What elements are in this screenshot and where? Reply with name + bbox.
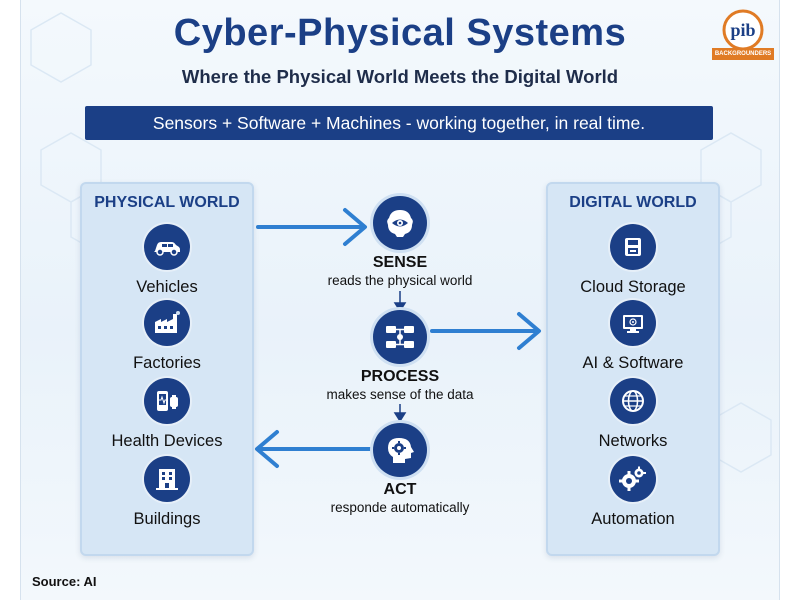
health-device-icon xyxy=(144,378,190,424)
process-to-digital-arrowhead xyxy=(517,312,541,350)
physical-item-health-devices: Health Devices xyxy=(82,378,252,451)
source-credit: Source: AI xyxy=(32,574,97,589)
digital-item-label: Automation xyxy=(591,510,675,528)
step-act: ACT responde automatically xyxy=(0,423,800,515)
factory-icon xyxy=(144,300,190,346)
step-sense-name: SENSE xyxy=(372,254,428,271)
digital-item-networks: Networks xyxy=(548,378,718,451)
page-subtitle: Where the Physical World Meets the Digit… xyxy=(181,66,619,87)
digital-world-panel: DIGITAL WORLD Cloud Storage AI & Softwar… xyxy=(546,182,720,556)
physical-to-sense-arrowhead xyxy=(343,208,367,246)
act-to-physical-arrowhead xyxy=(255,430,279,468)
eye-brain-icon xyxy=(373,196,427,250)
physical-item-factories: Factories xyxy=(82,300,252,373)
gears-icon xyxy=(610,456,656,502)
processing-icon xyxy=(373,310,427,364)
physical-item-label: Health Devices xyxy=(111,432,223,450)
logo-text: pib xyxy=(730,20,755,40)
physical-world-title: PHYSICAL WORLD xyxy=(94,194,240,211)
ai-software-icon xyxy=(610,300,656,346)
step-process-description: makes sense of the data xyxy=(326,387,474,402)
page-title: Cyber-Physical Systems xyxy=(173,12,627,54)
summary-banner: Sensors + Software + Machines - working … xyxy=(85,106,713,140)
physical-item-label: Factories xyxy=(133,354,201,372)
globe-icon xyxy=(610,378,656,424)
physical-item-buildings: Buildings xyxy=(82,456,252,529)
storage-icon xyxy=(610,224,656,270)
physical-world-panel: PHYSICAL WORLD Vehicles Factories Health… xyxy=(80,182,254,556)
physical-item-label: Vehicles xyxy=(136,278,198,296)
digital-item-label: AI & Software xyxy=(582,354,684,372)
digital-item-automation: Automation xyxy=(548,456,718,529)
digital-world-title: DIGITAL WORLD xyxy=(569,194,697,211)
head-gears-icon xyxy=(373,423,427,477)
step-sense-description: reads the physical world xyxy=(327,273,473,288)
physical-item-label: Buildings xyxy=(133,510,201,528)
step-process: PROCESS makes sense of the data xyxy=(0,310,800,402)
step-act-name: ACT xyxy=(383,481,417,498)
digital-item-cloud-storage: Cloud Storage xyxy=(548,224,718,297)
digital-item-label: Cloud Storage xyxy=(580,278,686,296)
building-icon xyxy=(144,456,190,502)
step-process-name: PROCESS xyxy=(360,368,440,385)
physical-item-vehicles: Vehicles xyxy=(82,224,252,297)
digital-item-label: Networks xyxy=(598,432,668,450)
step-act-description: responde automatically xyxy=(330,500,470,515)
digital-item-ai-software: AI & Software xyxy=(548,300,718,373)
logo-ribbon: BACKGROUNDERS xyxy=(712,48,774,60)
step-sense: SENSE reads the physical world xyxy=(0,196,800,288)
car-icon xyxy=(144,224,190,270)
pib-logo: pib BACKGROUNDERS xyxy=(712,6,774,60)
